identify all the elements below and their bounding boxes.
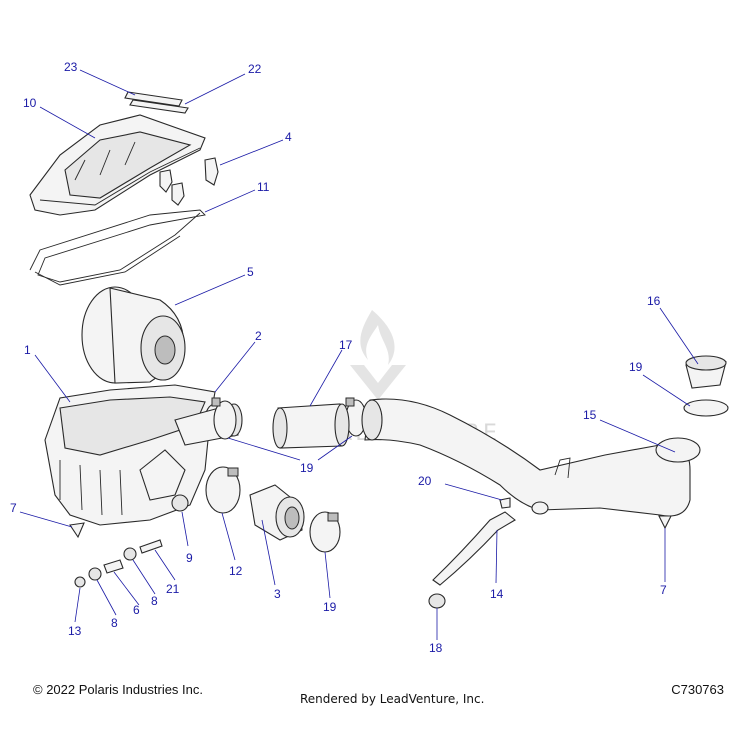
callout-4: 4 (285, 130, 292, 144)
callout-2: 2 (255, 329, 262, 343)
part-6-spacer (103, 559, 124, 574)
part-8-washer-lower (88, 567, 102, 581)
callout-labels: 23 22 10 4 11 5 1 2 17 16 19 15 19 20 7 … (10, 60, 667, 655)
part-20-screw (499, 497, 511, 509)
callout-7-left: 7 (10, 501, 17, 515)
callout-19-lower: 19 (323, 600, 337, 614)
rendered-by-text: Rendered by LeadVenture, Inc. (300, 692, 485, 706)
callout-22: 22 (248, 62, 262, 76)
part-3-coupler (249, 484, 305, 541)
part-19-clamp-far-right (683, 399, 729, 417)
part-23-strip (124, 91, 183, 107)
callout-20: 20 (418, 474, 432, 488)
leader-lines (19, 69, 699, 640)
part-21-bolt (139, 539, 163, 554)
callout-18: 18 (429, 641, 443, 655)
part-9-grommet (171, 494, 189, 512)
callout-7-right: 7 (660, 583, 667, 597)
part-19-clamp-left (211, 397, 237, 440)
part-16-boot (685, 355, 727, 389)
drawing-number: C730763 (671, 682, 724, 697)
callout-1: 1 (24, 343, 31, 357)
callout-8-upper: 8 (151, 594, 158, 608)
callout-19-center: 19 (300, 461, 314, 475)
part-5-air-filter (81, 286, 186, 384)
part-7-fastener-left (69, 522, 85, 539)
copyright-text: © 2022 Polaris Industries Inc. (33, 682, 203, 697)
part-17-hose (272, 403, 350, 449)
callout-12: 12 (229, 564, 243, 578)
callout-5: 5 (247, 265, 254, 279)
part-19-clamp-lower (309, 511, 341, 553)
part-22-strip (129, 99, 189, 114)
callout-8-lower: 8 (111, 616, 118, 630)
callout-6: 6 (133, 603, 140, 617)
part-10-airbox-cover (29, 114, 206, 216)
callout-23: 23 (64, 60, 78, 74)
callout-21: 21 (166, 582, 180, 596)
part-1-airbox (44, 384, 226, 526)
callout-11: 11 (257, 180, 270, 194)
callout-3: 3 (274, 587, 281, 601)
part-11-seal (29, 209, 206, 286)
callout-15: 15 (583, 408, 597, 422)
part-8-washer-upper (123, 547, 137, 561)
part-7-fastener-right (658, 515, 672, 530)
callout-9: 9 (186, 551, 193, 565)
part-14-drain-tube (432, 511, 516, 586)
part-4-clips (159, 157, 219, 206)
callout-19-right: 19 (629, 360, 643, 374)
part-18-cap (428, 593, 446, 609)
part-12-clamp (205, 466, 241, 514)
callout-16: 16 (647, 294, 661, 308)
callout-13: 13 (68, 624, 82, 638)
callout-17: 17 (339, 338, 353, 352)
part-15-intake-duct (361, 398, 701, 517)
callout-10: 10 (23, 96, 37, 110)
callout-14: 14 (490, 587, 504, 601)
part-13-nut (74, 576, 86, 588)
